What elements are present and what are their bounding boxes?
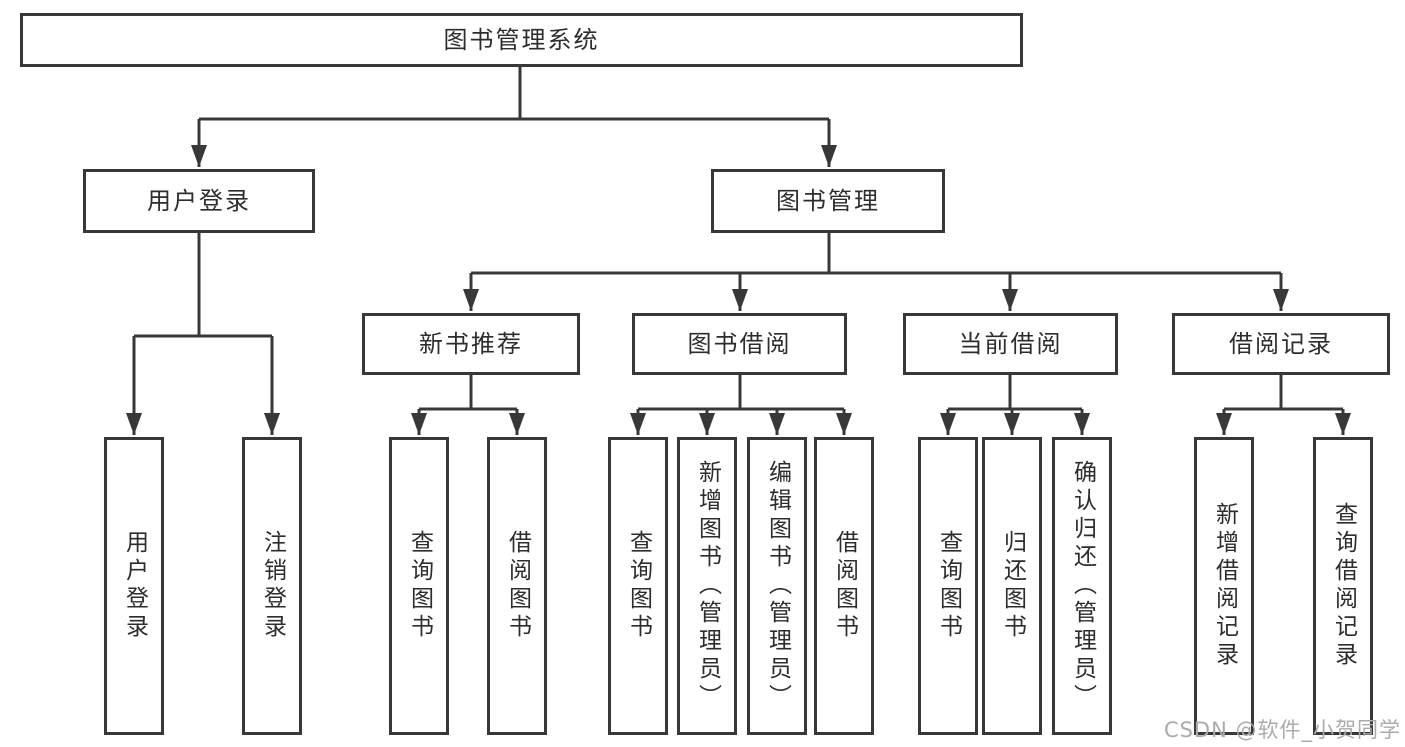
- node-root-library-management-system: 图书管理系统: [20, 13, 1023, 67]
- node-current-borrow: 当前借阅: [903, 313, 1118, 375]
- leaf-return-books: 归还图书: [982, 437, 1042, 735]
- connector-current-borrow-to-leaves: [940, 375, 1090, 435]
- connector-book-borrow-to-leaves: [630, 375, 852, 435]
- connector-borrow-record-to-leaves: [1216, 375, 1351, 435]
- node-user-login: 用户登录: [83, 169, 315, 233]
- leaf-add-books-admin: 新增图书（管理员）: [677, 437, 737, 735]
- leaf-borrow-books-recommend: 借阅图书: [487, 437, 547, 735]
- connector-root-to-level2: [191, 67, 837, 167]
- leaf-user-login: 用户登录: [104, 437, 164, 735]
- leaf-confirm-return-admin: 确认归还（管理员）: [1052, 437, 1112, 735]
- node-new-book-recommend: 新书推荐: [362, 313, 580, 375]
- node-borrow-record: 借阅记录: [1172, 313, 1390, 375]
- leaf-edit-books-admin: 编辑图书（管理员）: [747, 437, 807, 735]
- leaf-query-books-recommend: 查询图书: [389, 437, 449, 735]
- leaf-query-books-current: 查询图书: [918, 437, 978, 735]
- node-book-borrow: 图书借阅: [632, 313, 847, 375]
- connector-user-login-to-leaves: [126, 233, 280, 435]
- leaf-logout: 注销登录: [242, 437, 302, 735]
- connector-new-book-recommend-to-leaves: [411, 375, 525, 435]
- node-book-management: 图书管理: [711, 169, 945, 233]
- csdn-watermark: CSDN @软件_小贺同学: [1163, 718, 1401, 742]
- leaf-add-borrow-record: 新增借阅记录: [1194, 437, 1254, 735]
- leaf-borrow-books: 借阅图书: [814, 437, 874, 735]
- leaf-query-books-borrow: 查询图书: [608, 437, 668, 735]
- connector-book-management-to-level3: [463, 233, 1289, 311]
- leaf-query-borrow-record: 查询借阅记录: [1313, 437, 1373, 735]
